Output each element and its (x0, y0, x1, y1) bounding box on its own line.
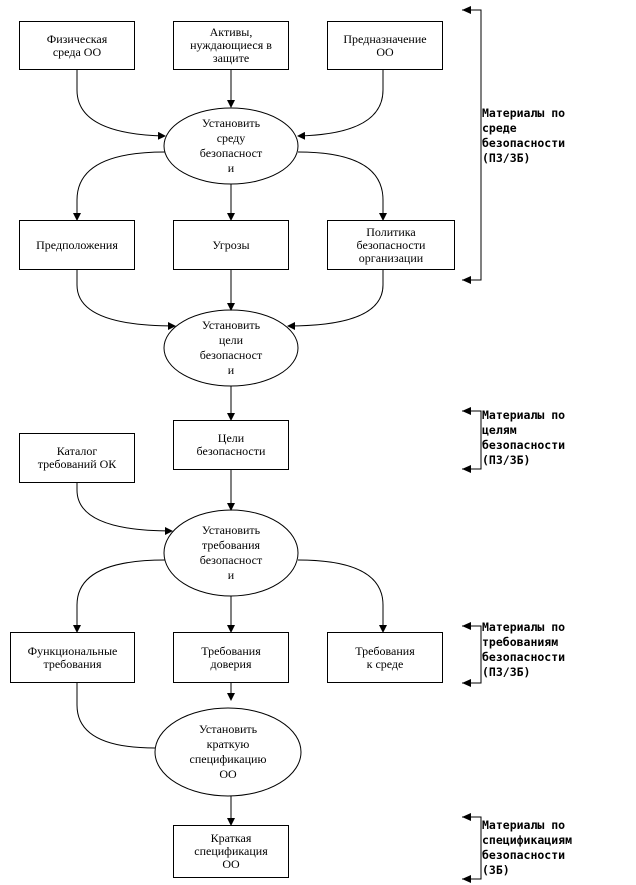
label-materials-specifications: Материалы по спецификациям безопасности … (482, 818, 573, 877)
bracket-env-arrow-top-icon (462, 6, 471, 14)
bracket-objectives-arrow-bottom-icon (462, 465, 471, 473)
oval-establish-security-requirements: Установить требования безопасност и (199, 523, 263, 582)
box-assets: Активы, нуждающиеся в защите (173, 21, 289, 70)
bracket-requirements-arrow-top-icon (462, 622, 471, 630)
box-org-security-policy: Политика безопасности организации (327, 220, 455, 270)
box-functional-requirements: Функциональные требования (10, 632, 135, 683)
connector-to-assumptions (73, 151, 166, 221)
connector-to-env-req (297, 559, 387, 633)
box-security-objectives: Цели безопасности (173, 420, 289, 470)
bracket-requirements (462, 625, 482, 684)
label-materials-environment: Материалы по среде безопасности (ПЗ/ЗБ) (482, 106, 566, 165)
bracket-spec-arrow-top-icon (462, 813, 471, 821)
connector-purpose (297, 70, 384, 140)
box-cc-requirements-catalog: Каталог требований ОК (19, 433, 135, 483)
bracket-env (462, 9, 482, 281)
bracket-spec (462, 816, 482, 880)
connector-functional-out (76, 683, 156, 749)
connector-to-functional (73, 559, 166, 633)
label-materials-objectives: Материалы по целям безопасности (ПЗ/ЗБ) (482, 408, 566, 467)
connector-policy-out (287, 270, 384, 330)
bracket-objectives-arrow-top-icon (462, 407, 471, 415)
label-materials-requirements: Материалы по требованиям безопасности (П… (482, 620, 566, 679)
oval-establish-security-environment: Установить среду безопасност и (199, 116, 263, 175)
box-threats: Угрозы (173, 220, 289, 270)
box-assumptions: Предположения (19, 220, 135, 270)
bracket-objectives (462, 410, 482, 470)
box-physical-environment: Физическая среда ОО (19, 21, 135, 70)
connector-catalog (76, 483, 173, 535)
oval-establish-spec-shape (154, 707, 302, 797)
connector-to-policy (297, 151, 387, 221)
box-toe-summary-specification: Краткая спецификация ОО (173, 825, 289, 878)
connector-assumptions-out (76, 270, 176, 330)
bracket-spec-arrow-bottom-icon (462, 875, 471, 883)
oval-establish-security-objectives: Установить цели безопасност и (199, 318, 263, 377)
bracket-env-arrow-bottom-icon (462, 276, 471, 284)
oval-establish-summary-specification: Установить краткую спецификацию ОО (189, 722, 267, 781)
connector-physical-env (76, 70, 166, 140)
box-purpose: Предназначение ОО (327, 21, 443, 70)
bracket-requirements-arrow-bottom-icon (462, 679, 471, 687)
box-environment-requirements: Требования к среде (327, 632, 443, 683)
box-assurance-requirements: Требования доверия (173, 632, 289, 683)
